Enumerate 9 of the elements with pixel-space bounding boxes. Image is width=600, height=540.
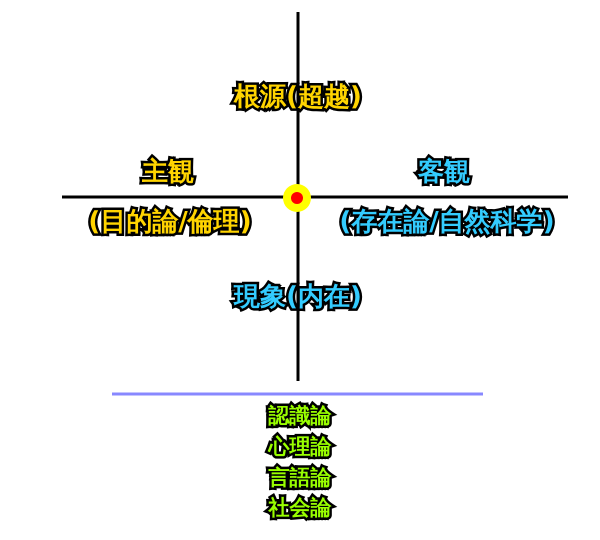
axis-label: 客観 <box>418 159 470 185</box>
axis-label: (存在論/自然科学) <box>339 209 555 235</box>
axis-label: 主観 <box>142 159 194 185</box>
axis-label: 心理論 <box>268 436 332 458</box>
axis-label: 現象(内在) <box>234 284 362 310</box>
axis-label: (目的論/倫理) <box>88 209 252 235</box>
axis-label: 言語論 <box>268 468 332 488</box>
axis-label: 社会論 <box>268 498 332 518</box>
axis-label: 認識論 <box>268 406 332 426</box>
